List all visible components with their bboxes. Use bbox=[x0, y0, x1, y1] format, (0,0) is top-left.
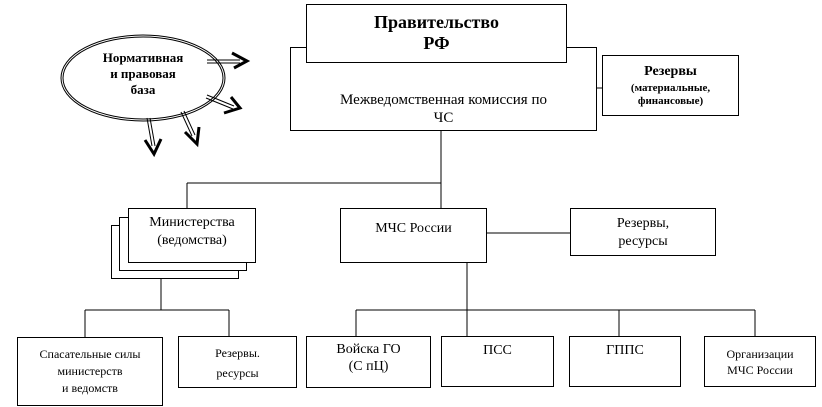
reserves-top-line: финансовые) bbox=[637, 95, 704, 107]
normative-base-label: Нормативная и правовая база bbox=[88, 50, 198, 98]
rescue-forces-box: Спасательные силы министерств и ведомств bbox=[17, 337, 163, 406]
civil-defense-line: (С пЦ) bbox=[348, 359, 389, 374]
rescue-forces-line: министерств bbox=[57, 364, 123, 378]
civil-defense-box: Войска ГО (С пЦ) bbox=[306, 336, 431, 388]
normative-base-line: база bbox=[130, 82, 156, 97]
reserves-top-title: Резервы bbox=[644, 64, 697, 79]
gpps-label: ГППС bbox=[606, 343, 644, 358]
reserves-top-line: (материальные, bbox=[630, 82, 711, 94]
mchs-label: МЧС России bbox=[375, 221, 452, 236]
ministries-line: Министерства bbox=[149, 215, 235, 230]
reserves-low-box: Резервы. ресурсы bbox=[178, 336, 297, 388]
rescue-forces-line: Спасательные силы bbox=[39, 347, 141, 361]
arrow-icon bbox=[143, 117, 163, 158]
arrow-icon bbox=[180, 110, 201, 148]
government-box: Правительство РФ bbox=[306, 4, 567, 63]
ministries-line: (ведомства) bbox=[157, 233, 227, 248]
reserves-low-line: Резервы. bbox=[215, 346, 260, 360]
mchs-box: МЧС России bbox=[340, 208, 487, 263]
normative-base-ellipse-inner bbox=[62, 36, 224, 120]
arrow-icon bbox=[207, 51, 251, 70]
rescue-forces-line: и ведомств bbox=[62, 381, 118, 395]
commission-line: ЧС bbox=[433, 110, 454, 126]
reserves-top-box: Резервы (материальные, финансовые) bbox=[602, 55, 739, 116]
pss-label: ПСС bbox=[483, 343, 512, 358]
reserves-low-line: ресурсы bbox=[216, 366, 259, 380]
organizations-line: Организации bbox=[726, 347, 794, 361]
normative-base-line: Нормативная bbox=[102, 50, 184, 65]
arrow-icon bbox=[205, 94, 243, 115]
pss-box: ПСС bbox=[441, 336, 554, 387]
organizations-box: Организации МЧС России bbox=[704, 336, 816, 387]
civil-defense-line: Войска ГО bbox=[336, 342, 401, 357]
normative-base-ellipse-outer bbox=[60, 34, 226, 122]
commission-line: Межведомственная комиссия по bbox=[340, 92, 547, 108]
reserves-mid-line: ресурсы bbox=[618, 234, 668, 249]
normative-base-line: и правовая bbox=[110, 66, 176, 81]
government-line: Правительство bbox=[374, 12, 499, 32]
gpps-box: ГППС bbox=[569, 336, 681, 387]
reserves-mid-box: Резервы, ресурсы bbox=[570, 208, 716, 256]
ministries-box: Министерства (ведомства) bbox=[128, 208, 256, 263]
organizations-line: МЧС России bbox=[727, 363, 793, 377]
reserves-mid-line: Резервы, bbox=[616, 216, 670, 231]
government-line: РФ bbox=[423, 33, 450, 53]
